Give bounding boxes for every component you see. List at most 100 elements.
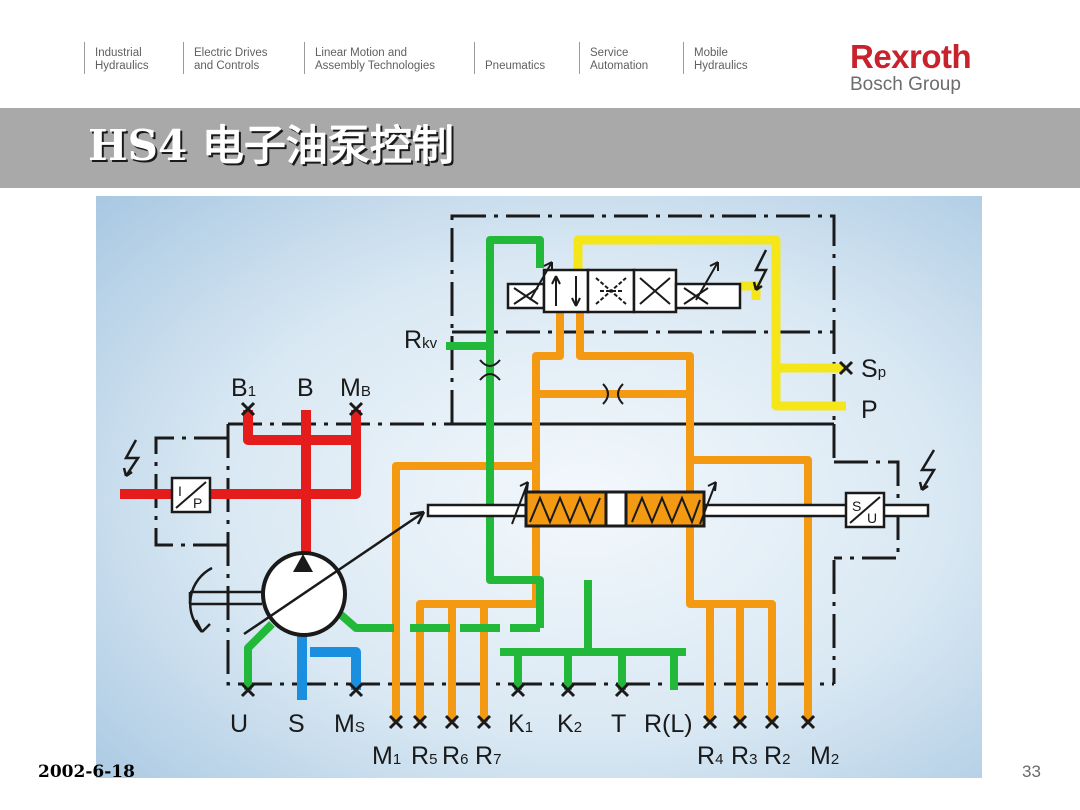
nav-item-electric-drives[interactable]: Electric Drives and Controls [183, 42, 304, 74]
nav-line: Assembly Technologies [315, 59, 435, 72]
su-lightning-icon [918, 449, 937, 492]
port-label-rl: R(L) [644, 710, 693, 738]
port-label-ms: MS [334, 710, 365, 738]
port-r6-main: R [442, 742, 460, 770]
port-rkv-sub: kv [422, 335, 438, 352]
valve-actuator-right [674, 282, 742, 310]
port-x-sp [838, 360, 854, 376]
adjust-arrow-left-icon [511, 481, 529, 525]
spring-left [529, 495, 601, 525]
nav-line: Pneumatics [485, 59, 546, 72]
port-labels: B1 B MB Rkv Sp P U S MS K1 K2 T R(L) M1 … [230, 326, 886, 770]
valve-solenoid-lightning-icon [752, 249, 769, 292]
variable-pump [188, 510, 426, 637]
pilot-line-pump [337, 610, 394, 632]
port-mb-sub: B [361, 383, 371, 400]
nav-line: Electric Drives [194, 47, 268, 59]
port-b1-main: B [231, 374, 248, 402]
control-line-m2 [690, 456, 812, 722]
port-label-u: U [230, 710, 248, 738]
port-r2-sub: 2 [782, 751, 790, 768]
nav-line: Industrial [95, 47, 142, 59]
port-label-b: B [297, 374, 314, 402]
port-x-r6 [444, 714, 460, 730]
port-k2-main: K [557, 710, 574, 738]
pressure-line-ip-out [210, 424, 361, 499]
port-b1-sub: 1 [248, 383, 256, 400]
pilot-drops [514, 652, 678, 690]
division-nav: Industrial Hydraulics Electric Drives an… [84, 42, 774, 74]
ip-converter: I P [122, 439, 212, 514]
pressure-lines [120, 410, 361, 556]
nav-item-service-automation[interactable]: Service Automation [579, 42, 683, 74]
port-x-u [240, 682, 256, 698]
spring-right [631, 495, 701, 525]
port-r3-main: R [731, 742, 749, 770]
nav-line [485, 47, 579, 60]
schematic-canvas: I P S U [96, 196, 982, 778]
port-r6-sub: 6 [460, 751, 468, 768]
nav-item-mobile-hydraulics[interactable]: Mobile Hydraulics [683, 42, 774, 74]
pump-housing-frame [226, 422, 836, 686]
ip-label-p: P [193, 495, 202, 511]
pilot-line-u [244, 621, 275, 690]
port-label-r3: R3 [731, 742, 757, 770]
control-line-right-upper [576, 312, 694, 494]
port-m2-sub: 2 [831, 751, 839, 768]
ip-lightning-icon [122, 439, 141, 478]
valve-cell-2 [586, 268, 636, 314]
nav-item-linear-motion[interactable]: Linear Motion and Assembly Technologies [304, 42, 474, 74]
port-r2-main: R [764, 742, 782, 770]
port-x-r4 [702, 714, 718, 730]
rotation-arrow-icon [188, 566, 213, 633]
port-label-r2: R2 [764, 742, 790, 770]
valve-spring-left-icon [513, 287, 539, 305]
orifice-markers [479, 359, 624, 405]
ip-divider [175, 481, 207, 509]
ip-label-i: I [178, 483, 182, 499]
port-m2-main: M [810, 742, 831, 770]
control-line-left-upper [532, 312, 564, 494]
nav-line: Service [590, 47, 629, 59]
pilot-lines [244, 236, 686, 690]
proportional-valve [506, 249, 769, 314]
su-label-s: S [852, 498, 861, 514]
nav-line: Mobile [694, 47, 728, 59]
nav-line: Hydraulics [694, 59, 748, 72]
port-r4-main: R [697, 742, 715, 770]
port-r7-sub: 7 [493, 751, 501, 768]
port-label-p: P [861, 396, 878, 424]
port-label-r6: R6 [442, 742, 468, 770]
port-x-b1 [240, 401, 256, 417]
port-x-t [614, 682, 630, 698]
logo-subtitle: Bosch Group [850, 74, 961, 95]
port-rkv-main: R [404, 326, 422, 354]
port-ms-sub: S [355, 719, 365, 736]
port-label-r5: R5 [411, 742, 437, 770]
port-markers [240, 360, 854, 730]
port-sp-sub: p [878, 364, 886, 381]
valve-adjust-left-icon [529, 261, 553, 301]
port-label-r7: R7 [475, 742, 501, 770]
port-x-m1 [388, 714, 404, 730]
su-divider [849, 496, 881, 524]
page-number: 33 [1022, 762, 1041, 781]
valve-housing-frame [450, 214, 836, 426]
port-r7-main: R [475, 742, 493, 770]
port-label-t: T [611, 710, 626, 738]
port-r3-sub: 3 [749, 751, 757, 768]
port-label-mb: MB [340, 374, 371, 402]
port-x-k1 [510, 682, 526, 698]
hydraulic-schematic: I P S U [96, 196, 982, 778]
orifice-rkv-icon [479, 359, 501, 381]
control-spool [426, 481, 930, 528]
nav-item-industrial-hydraulics[interactable]: Industrial Hydraulics [84, 42, 183, 74]
slide-title: HS4 电子油泵控制 [88, 121, 454, 170]
supply-line-sp [573, 235, 846, 373]
nav-item-pneumatics[interactable]: Pneumatics [474, 42, 579, 74]
nav-line: Hydraulics [95, 59, 149, 72]
port-label-r4: R4 [697, 742, 723, 770]
port-x-r5 [412, 714, 428, 730]
supply-line-p [771, 368, 846, 411]
port-m1-main: M [372, 742, 393, 770]
